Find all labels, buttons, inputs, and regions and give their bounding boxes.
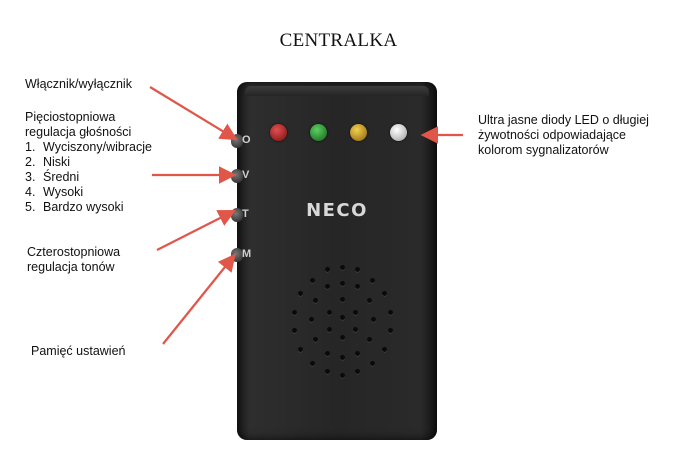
arrow-tone [156, 210, 236, 251]
list-item: 5.Bardzo wysoki [25, 200, 124, 214]
label-power-switch: Włącznik/wyłącznik [25, 77, 132, 91]
diagram-title: CENTRALKA [279, 30, 398, 51]
volume-heading-1: Pięciostopniowa [25, 110, 116, 124]
brand-logo: NECO [306, 200, 368, 221]
arrow-memory [162, 253, 236, 345]
label-leds: Ultra jasne diody LED o długiej żywotnoś… [478, 113, 649, 157]
led-red [270, 124, 287, 141]
label-memory: Pamięć ustawień [31, 344, 126, 358]
speaker-grille [287, 265, 397, 378]
volume-button-letter: V [242, 169, 250, 181]
list-item: 4.Wysoki [25, 185, 84, 199]
arrow-power [149, 86, 238, 141]
led-green [310, 124, 327, 141]
central-unit-device: O V T M NECO [231, 82, 437, 440]
list-item: 3.Średni [25, 170, 80, 184]
memory-button-letter: M [242, 248, 252, 260]
led-white [390, 124, 407, 141]
list-item: 1.Wyciszony/wibracje [25, 140, 152, 154]
tone-button-letter: T [242, 208, 249, 220]
list-item: 2.Niski [25, 155, 71, 169]
led-yellow [350, 124, 367, 141]
label-tone-control: Czterostopniowa regulacja tonów [27, 245, 121, 274]
power-button-letter: O [242, 134, 251, 146]
device-top-edge [245, 86, 429, 96]
label-volume-control: Pięciostopniowa regulacja głośności 1.Wy… [25, 110, 152, 215]
volume-heading-2: regulacja głośności [25, 125, 132, 139]
volume-levels-list: 1.Wyciszony/wibracje 2.Niski 3.Średni 4.… [25, 140, 152, 215]
